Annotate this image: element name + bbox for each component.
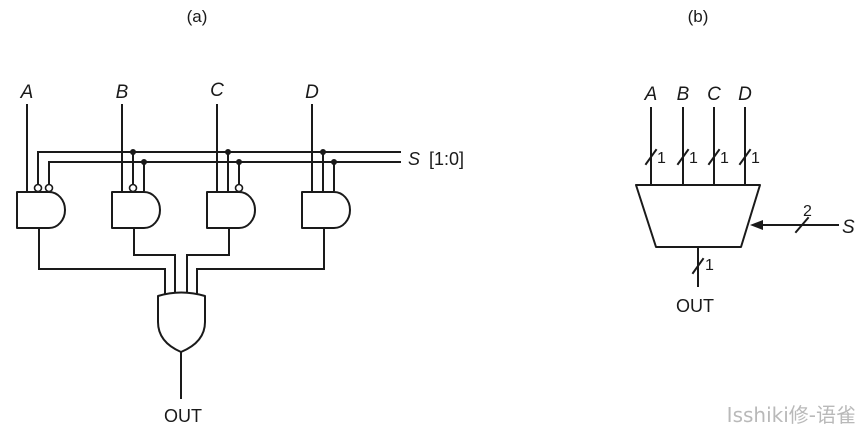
output-label: OUT xyxy=(164,406,202,426)
mux-output-width: 1 xyxy=(705,257,714,274)
mux-input-c-width: 1 xyxy=(720,150,729,167)
mux-input-d-width: 1 xyxy=(751,150,760,167)
panel-a-caption: (a) xyxy=(187,7,208,26)
mux-input-b-label: B xyxy=(677,84,690,105)
and1-output-wire xyxy=(38,227,166,298)
mux-input-d-bus-slash xyxy=(738,148,752,166)
gate4-s1-junction xyxy=(320,149,326,155)
gate1-s1-invert-bubble xyxy=(33,183,43,193)
and3-output-wire xyxy=(186,227,230,298)
and2-output-wire xyxy=(133,227,176,298)
mux-input-a-width: 1 xyxy=(657,150,666,167)
mux-output-bus-slash xyxy=(691,257,705,275)
gate2-s0-junction xyxy=(141,159,147,165)
and4-output-wire xyxy=(196,227,325,298)
gate4-s0-junction xyxy=(331,159,337,165)
mux-input-c-bus-slash xyxy=(707,148,721,166)
panel-b-mux-symbol: (b) A B C D 1 1 1 1 2 S 1 OUT xyxy=(635,7,855,316)
select-label: S [1:0] xyxy=(408,149,464,169)
mux-input-a-bus-slash xyxy=(644,148,658,166)
mux-select-width: 2 xyxy=(803,203,812,220)
and-gate-3 xyxy=(206,191,256,229)
mux-input-d-label: D xyxy=(738,84,752,105)
input-b-label: B xyxy=(116,82,129,103)
mux-input-a-label: A xyxy=(644,84,658,105)
gate3-s0-invert-bubble xyxy=(234,183,244,193)
and-gate-2 xyxy=(111,191,161,229)
and-gate-4 xyxy=(301,191,351,229)
gate1-s0-invert-bubble xyxy=(44,183,54,193)
mux-input-b-bus-slash xyxy=(676,148,690,166)
gate2-s1-junction xyxy=(130,149,136,155)
input-c-label: C xyxy=(210,80,224,101)
mux-select-label: S xyxy=(842,217,855,238)
panel-b-caption: (b) xyxy=(688,7,709,26)
or-gate xyxy=(157,291,206,353)
and-gate-1 xyxy=(16,191,66,229)
mux-select-bus-slash xyxy=(794,216,810,234)
mux-input-b-width: 1 xyxy=(689,150,698,167)
gate3-s0-junction xyxy=(236,159,242,165)
panel-a-gate-level-mux: (a) A B C D S [1:0] xyxy=(16,7,464,426)
watermark: Isshiki修-语雀 xyxy=(726,403,856,427)
gate2-s1-invert-bubble xyxy=(128,183,138,193)
mux-select-arrowhead xyxy=(750,220,763,230)
gate3-s1-junction xyxy=(225,149,231,155)
mux-input-c-label: C xyxy=(707,84,721,105)
select-range: [1:0] xyxy=(429,149,464,169)
input-a-label: A xyxy=(20,82,34,103)
mux-output-label: OUT xyxy=(676,296,714,316)
select-name: S xyxy=(408,149,420,169)
mux-body xyxy=(635,184,761,248)
input-d-label: D xyxy=(305,82,319,103)
